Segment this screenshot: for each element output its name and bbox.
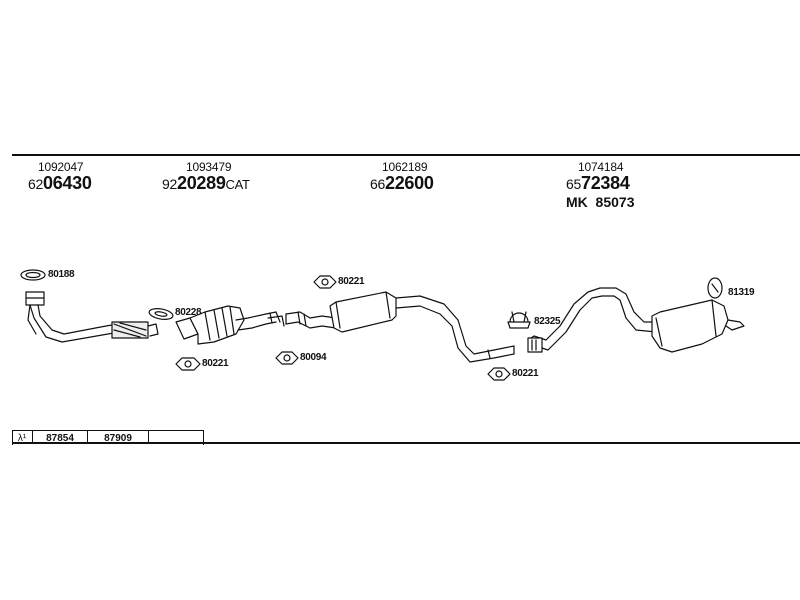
middle-silencer-icon [329, 291, 515, 363]
part-code-label: 80228 [175, 307, 202, 318]
part-big-number: 9220289CAT [162, 173, 250, 193]
table-cell [149, 431, 202, 445]
gasket-80188-icon [20, 269, 46, 281]
parts-table [12, 430, 204, 445]
table-divider [32, 430, 33, 444]
part-mk-number: MK 85073 [566, 194, 635, 210]
rear-silencer-icon [527, 287, 745, 353]
gasket-80221-icon [487, 367, 511, 381]
table-divider [148, 430, 149, 444]
rubber-mount-81319-icon [707, 277, 723, 299]
bottom-rule [12, 442, 800, 444]
centre-pipe-icon [285, 311, 337, 329]
table-cell: 87909 [104, 432, 132, 444]
part-group-1: 1092047 6206430 [28, 160, 92, 194]
table-cell: 87854 [46, 432, 74, 444]
part-code-label: 81319 [728, 287, 755, 298]
part-small-number: 1092047 [38, 160, 84, 174]
catalytic-converter-icon [175, 305, 285, 345]
part-code-label: 80188 [48, 269, 75, 280]
part-code-label: 80221 [338, 276, 365, 287]
part-big-number: 6622600 [370, 173, 434, 193]
part-code-label: 80221 [202, 358, 229, 369]
part-group-2: 1093479 9220289CAT [162, 160, 250, 194]
part-code-label: 82325 [534, 316, 561, 327]
part-code-label: 80094 [300, 352, 327, 363]
front-pipe-icon [25, 291, 159, 343]
part-small-number: 1074184 [578, 160, 624, 174]
part-small-number: 1062189 [382, 160, 428, 174]
part-small-number: 1093479 [186, 160, 232, 174]
part-group-3: 1062189 6622600 [370, 160, 434, 194]
gasket-80221-icon [313, 275, 337, 289]
part-big-number: 6206430 [28, 173, 92, 193]
table-symbol: λ¹ [17, 432, 27, 444]
gasket-80221-icon [175, 357, 201, 371]
part-code-label: 80221 [512, 368, 539, 379]
part-big-number: 6572384 [566, 173, 630, 193]
top-rule [12, 154, 800, 156]
gasket-80094-icon [275, 351, 299, 365]
table-divider [87, 430, 88, 444]
clamp-82325-icon [507, 311, 531, 329]
gasket-80228-icon [148, 308, 174, 320]
part-group-4: 1074184 6572384 MK 85073 [566, 160, 634, 210]
